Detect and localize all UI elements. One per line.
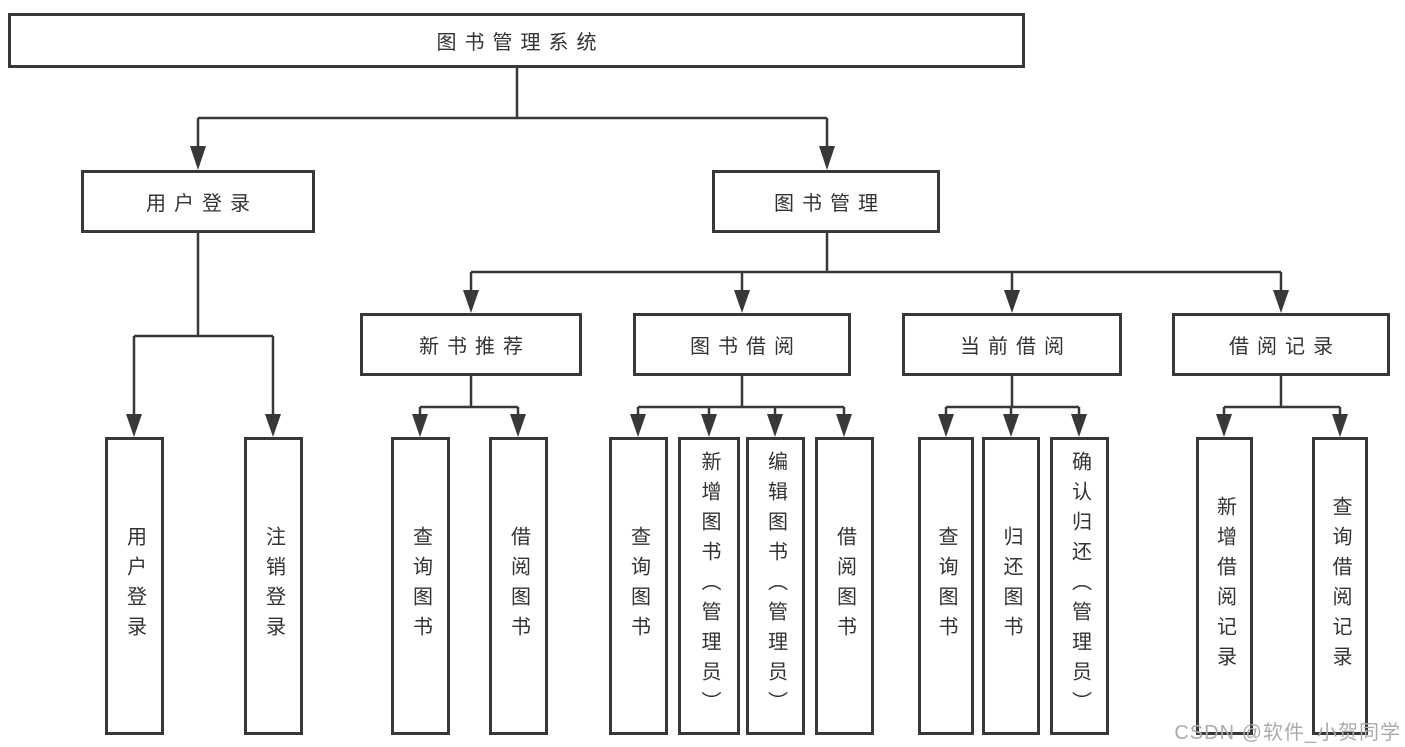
node-user-login: 用户登录 (81, 170, 315, 233)
leaf-label: 查询图书 (935, 526, 957, 646)
node-current-borrowing: 当前借阅 (902, 313, 1122, 376)
leaf-label: 用户登录 (123, 526, 146, 646)
leaf-logout: 注销登录 (244, 437, 303, 735)
leaf-label: 查询图书 (409, 526, 432, 646)
leaf-label: 借阅图书 (833, 526, 856, 646)
leaf-label: 借阅图书 (507, 526, 530, 646)
node-book-borrowing: 图书借阅 (633, 313, 851, 376)
leaf-label: 查询图书 (627, 526, 650, 646)
leaf-add-books-admin: 新增图书（管理员） (678, 437, 740, 735)
node-label: 借阅记录 (1229, 336, 1341, 358)
node-label: 图书借阅 (690, 336, 802, 358)
leaf-user-login: 用户登录 (105, 437, 164, 735)
leaf-query-books-recommend: 查询图书 (391, 437, 450, 735)
leaf-add-borrowing-record: 新增借阅记录 (1196, 437, 1253, 735)
leaf-borrow-books-borrowing: 借阅图书 (815, 437, 874, 735)
leaf-return-books: 归还图书 (982, 437, 1040, 735)
leaf-query-borrowing-record: 查询借阅记录 (1312, 437, 1368, 735)
node-library-management-system: 图书管理系统 (8, 13, 1025, 68)
leaf-query-books-borrowing: 查询图书 (609, 437, 668, 735)
leaf-borrow-books-recommend: 借阅图书 (489, 437, 548, 735)
node-label: 新书推荐 (419, 336, 531, 358)
node-borrowing-records: 借阅记录 (1172, 313, 1390, 376)
leaf-label: 归还图书 (1000, 526, 1022, 646)
csdn-watermark: CSDN @软件_小贺同学 (1174, 722, 1401, 744)
leaf-label: 查询借阅记录 (1329, 496, 1351, 676)
leaf-confirm-return-admin: 确认归还（管理员） (1050, 437, 1109, 735)
leaf-label: 新增图书（管理员） (698, 451, 720, 721)
leaf-edit-books-admin: 编辑图书（管理员） (746, 437, 805, 735)
node-new-book-recommendation: 新书推荐 (360, 313, 582, 376)
node-label: 当前借阅 (960, 336, 1072, 358)
node-label: 图书管理系统 (436, 32, 605, 54)
leaf-label: 新增借阅记录 (1213, 496, 1236, 676)
node-label: 用户登录 (146, 193, 258, 215)
leaf-label: 编辑图书（管理员） (764, 451, 787, 721)
leaf-label: 确认归还（管理员） (1068, 451, 1091, 721)
node-label: 图书管理 (774, 193, 886, 215)
leaf-label: 注销登录 (262, 526, 285, 646)
node-book-management: 图书管理 (712, 170, 940, 233)
leaf-query-books-current: 查询图书 (918, 437, 974, 735)
